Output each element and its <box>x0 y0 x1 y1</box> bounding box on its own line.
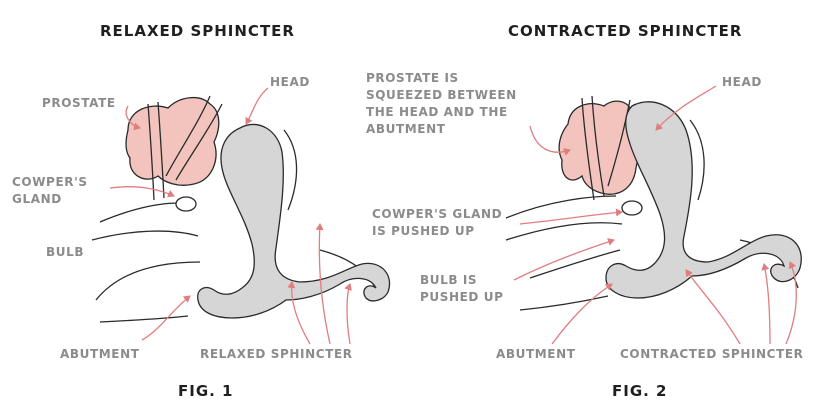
fig2-label-prostate-line2: SQUEEZED BETWEEN <box>366 87 517 104</box>
fig2-arrow-sphincter <box>686 270 740 344</box>
figure-1-illustration <box>92 88 390 344</box>
fig1-label-prostate: PROSTATE <box>42 95 116 112</box>
fig1-arrow-head <box>246 88 268 124</box>
fig2-body-contour <box>520 296 608 310</box>
fig2-label-prostate-line4: ABUTMENT <box>366 121 517 138</box>
fig1-label-cowpers-line2: GLAND <box>12 191 88 208</box>
fig2-body-contour <box>506 223 622 240</box>
fig1-arrow-sphincter <box>347 284 350 344</box>
figure-2-illustration <box>506 86 801 344</box>
fig2-caption: FIG. 2 <box>612 382 668 400</box>
fig1-caption: FIG. 1 <box>178 382 234 400</box>
fig2-arrow-sphincter <box>764 264 770 344</box>
fig2-label-prostate: PROSTATE IS SQUEEZED BETWEEN THE HEAD AN… <box>366 70 517 138</box>
fig1-label-sphincter: RELAXED SPHINCTER <box>200 346 353 363</box>
fig2-arrow-bulb <box>514 240 614 280</box>
fig2-cowpers-gland <box>622 201 642 215</box>
fig1-label-abutment: ABUTMENT <box>60 346 140 363</box>
fig1-device <box>198 124 390 318</box>
fig2-label-sphincter: CONTRACTED SPHINCTER <box>620 346 804 363</box>
fig2-title: CONTRACTED SPHINCTER <box>508 22 742 40</box>
fig2-label-abutment: ABUTMENT <box>496 346 576 363</box>
fig2-label-cowpers-line2: IS PUSHED UP <box>372 223 502 240</box>
fig2-label-cowpers-line1: COWPER'S GLAND <box>372 206 502 223</box>
fig1-body-contour <box>100 316 188 322</box>
fig1-label-cowpers-line1: COWPER'S <box>12 174 88 191</box>
fig2-label-head: HEAD <box>722 74 762 91</box>
fig1-label-bulb: BULB <box>46 244 84 261</box>
fig1-body-contour <box>96 262 200 300</box>
fig2-label-bulb-line2: PUSHED UP <box>420 289 504 306</box>
fig1-cowpers-gland <box>176 197 196 211</box>
fig1-label-cowpers: COWPER'S GLAND <box>12 174 88 208</box>
fig2-label-cowpers: COWPER'S GLAND IS PUSHED UP <box>372 206 502 240</box>
fig1-body-contour <box>92 231 198 240</box>
fig2-label-bulb-line1: BULB IS <box>420 272 504 289</box>
fig2-device <box>606 102 801 298</box>
fig1-label-head: HEAD <box>270 74 310 91</box>
fig2-arrow-abutment <box>552 284 612 344</box>
fig2-label-prostate-line3: THE HEAD AND THE <box>366 104 517 121</box>
fig1-prostate <box>126 98 219 186</box>
fig1-title: RELAXED SPHINCTER <box>100 22 295 40</box>
fig2-label-prostate-line1: PROSTATE IS <box>366 70 517 87</box>
fig1-body-contour <box>284 130 297 210</box>
fig2-label-bulb: BULB IS PUSHED UP <box>420 272 504 306</box>
